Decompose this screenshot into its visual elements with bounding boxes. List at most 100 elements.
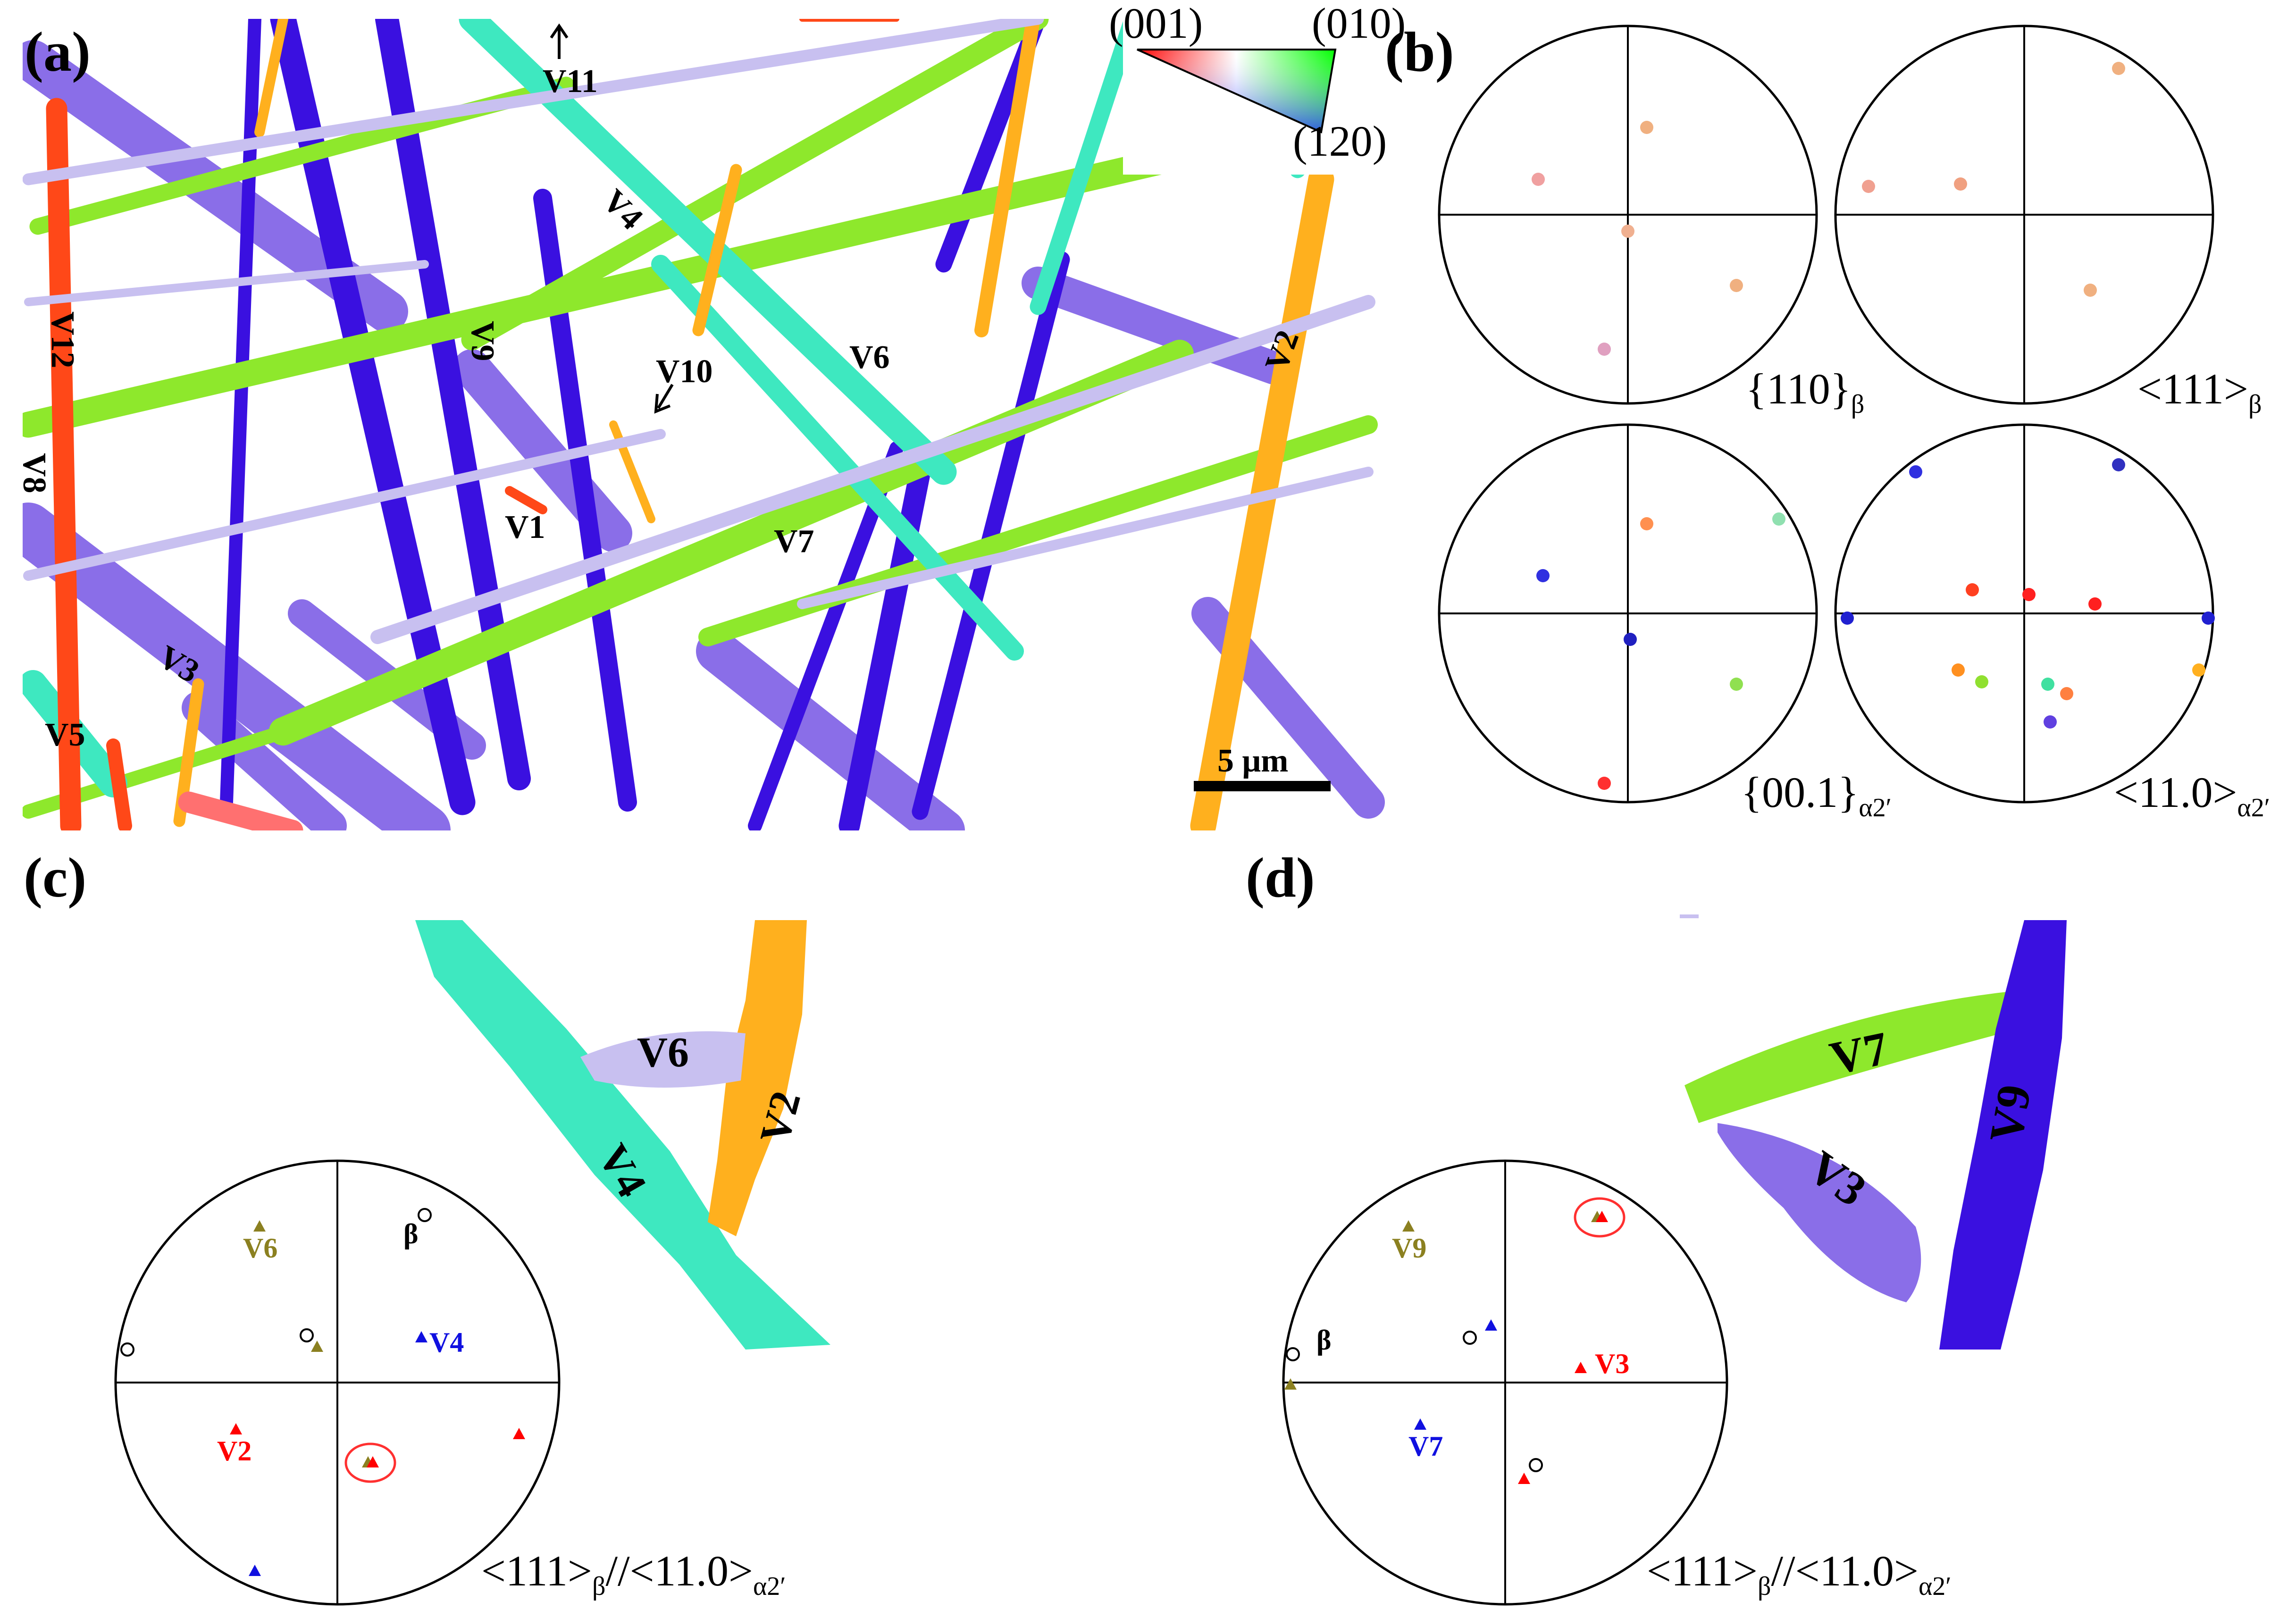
pole-spot — [2060, 687, 2073, 700]
map-label-v9: V9 — [1979, 1081, 2041, 1147]
pole-spot — [1536, 569, 1550, 582]
pole-figure-caption-d: <111>β//<11.0>α2′ — [1647, 1547, 1952, 1601]
pole-figure-caption-110-beta: {110}β — [1746, 365, 1864, 419]
lath — [23, 429, 666, 581]
variant-label-v12: V12 — [44, 311, 81, 369]
pole-label-v9: V9 — [1392, 1232, 1426, 1264]
pole-markers — [1284, 1211, 1608, 1484]
pole-triangle — [1485, 1319, 1497, 1331]
variant-label-v9: V9 — [464, 321, 501, 361]
pole-spot — [1730, 678, 1743, 691]
pole-label-v6: V6 — [243, 1232, 277, 1264]
lath — [182, 691, 347, 842]
lath — [748, 441, 904, 833]
pole-spot — [1841, 612, 1854, 625]
variant-label-v6: V6 — [849, 339, 890, 376]
pole-spot — [1621, 225, 1634, 238]
pole-spot — [1909, 465, 1922, 478]
lath — [692, 164, 742, 336]
pole-markers — [120, 1208, 525, 1576]
panel-label-d: (d) — [1246, 846, 1315, 909]
lath — [1030, 10, 1141, 315]
pole-triangle — [1402, 1220, 1415, 1232]
pole-triangle — [1518, 1473, 1530, 1484]
pole-spot — [1966, 583, 1979, 596]
pole-label-v4: V4 — [429, 1327, 464, 1358]
pole-circle — [120, 1342, 134, 1357]
pole-spot — [1598, 343, 1611, 356]
pole-spot — [2112, 62, 2125, 75]
panel-c: (c) V6 V4 V2 V6 β V4 V2 <111>β//<11.0>α2… — [24, 846, 830, 1606]
pole-spot — [2192, 663, 2205, 677]
panel-c-map: V6 V4 V2 — [415, 920, 830, 1350]
lath — [106, 738, 132, 833]
variant-label-v1: V1 — [505, 509, 545, 545]
pole-triangle — [1284, 1378, 1297, 1390]
lath-v6 — [580, 1031, 746, 1088]
variant-label-v5: V5 — [45, 717, 85, 753]
pole-spot — [1952, 663, 1965, 677]
panel-d: (d) V7 V3 V9 V9 β V3 V7 <111>β//<11.0>α2… — [1246, 846, 2067, 1606]
map-label-v6: V6 — [637, 1029, 689, 1076]
lath-v4 — [415, 920, 830, 1350]
scale-bar: 5 μm — [1194, 743, 1331, 791]
pole-spot — [2112, 458, 2125, 471]
pole-circle — [418, 1208, 432, 1222]
lath-v3 — [1718, 1123, 1921, 1302]
pole-spot — [1640, 121, 1653, 134]
pole-spot — [2088, 597, 2102, 611]
pole-circle — [1529, 1458, 1543, 1472]
key-label-001: (001) — [1109, 0, 1203, 47]
pole-figure-group — [1438, 25, 2215, 804]
variant-label-v10: V10 — [656, 353, 713, 390]
panel-d-pole-figure: V9 β V3 V7 — [1282, 1159, 1728, 1606]
pole-spot — [1640, 517, 1653, 530]
pole-label-beta: β — [403, 1218, 419, 1249]
panel-b: (b) {110}β <111>β {00.1}α2′ <11.0>α2′ — [1385, 20, 2270, 822]
lath — [24, 260, 429, 306]
pole-figure-caption-110-alpha2: <11.0>α2′ — [2114, 768, 2270, 822]
pole-triangle — [513, 1428, 525, 1439]
pole-spot — [2202, 612, 2215, 625]
pole-circle — [1286, 1347, 1300, 1361]
pole-label-v2: V2 — [217, 1435, 251, 1467]
pole-label-beta: β — [1316, 1325, 1332, 1356]
panel-d-map: V7 V3 V9 — [1684, 920, 2067, 1350]
pole-spot — [1862, 180, 1875, 193]
pole-spot — [1772, 512, 1785, 526]
lath — [912, 251, 1070, 820]
pole-spot — [2041, 678, 2054, 691]
pole-spot — [1975, 675, 1988, 688]
pole-triangle — [230, 1423, 242, 1434]
ipf-colour-key: (001) (010) (120) — [1109, 0, 1406, 175]
key-label-010: (010) — [1312, 0, 1406, 47]
key-label-120: (120) — [1293, 117, 1387, 165]
lath — [696, 630, 965, 852]
pole-spot — [2084, 284, 2097, 297]
lath-v9 — [1939, 920, 2067, 1350]
pole-spot — [1624, 633, 1637, 646]
pole-figure-caption-001-alpha2: {00.1}α2′ — [1741, 768, 1892, 822]
pole-triangle — [311, 1341, 323, 1352]
lath — [370, 295, 1375, 644]
panel-c-pole-figure: V6 β V4 V2 — [114, 1159, 561, 1606]
pole-triangle — [249, 1565, 261, 1576]
lath-layer — [0, 0, 1438, 887]
pole-circle — [300, 1328, 314, 1342]
pole-spot — [2022, 588, 2036, 601]
pole-triangle — [253, 1220, 266, 1232]
pole-triangle — [415, 1331, 427, 1342]
lath — [461, 8, 1049, 351]
lath — [1190, 166, 1334, 839]
lath — [254, 14, 288, 137]
variant-label-v11: V11 — [543, 63, 598, 100]
map-mask — [0, 0, 23, 830]
pole-triangle — [367, 1456, 379, 1467]
variant-label-v7: V7 — [774, 523, 814, 560]
lath-v2 — [708, 920, 807, 1236]
pole-spot — [2044, 715, 2057, 729]
map-label-v7: V7 — [1826, 1022, 1893, 1085]
panel-a-map: (001) (010) (120) 5 μm V11 V4 V12 V9 V10… — [0, 0, 1438, 887]
panel-label-a: (a) — [25, 20, 91, 83]
